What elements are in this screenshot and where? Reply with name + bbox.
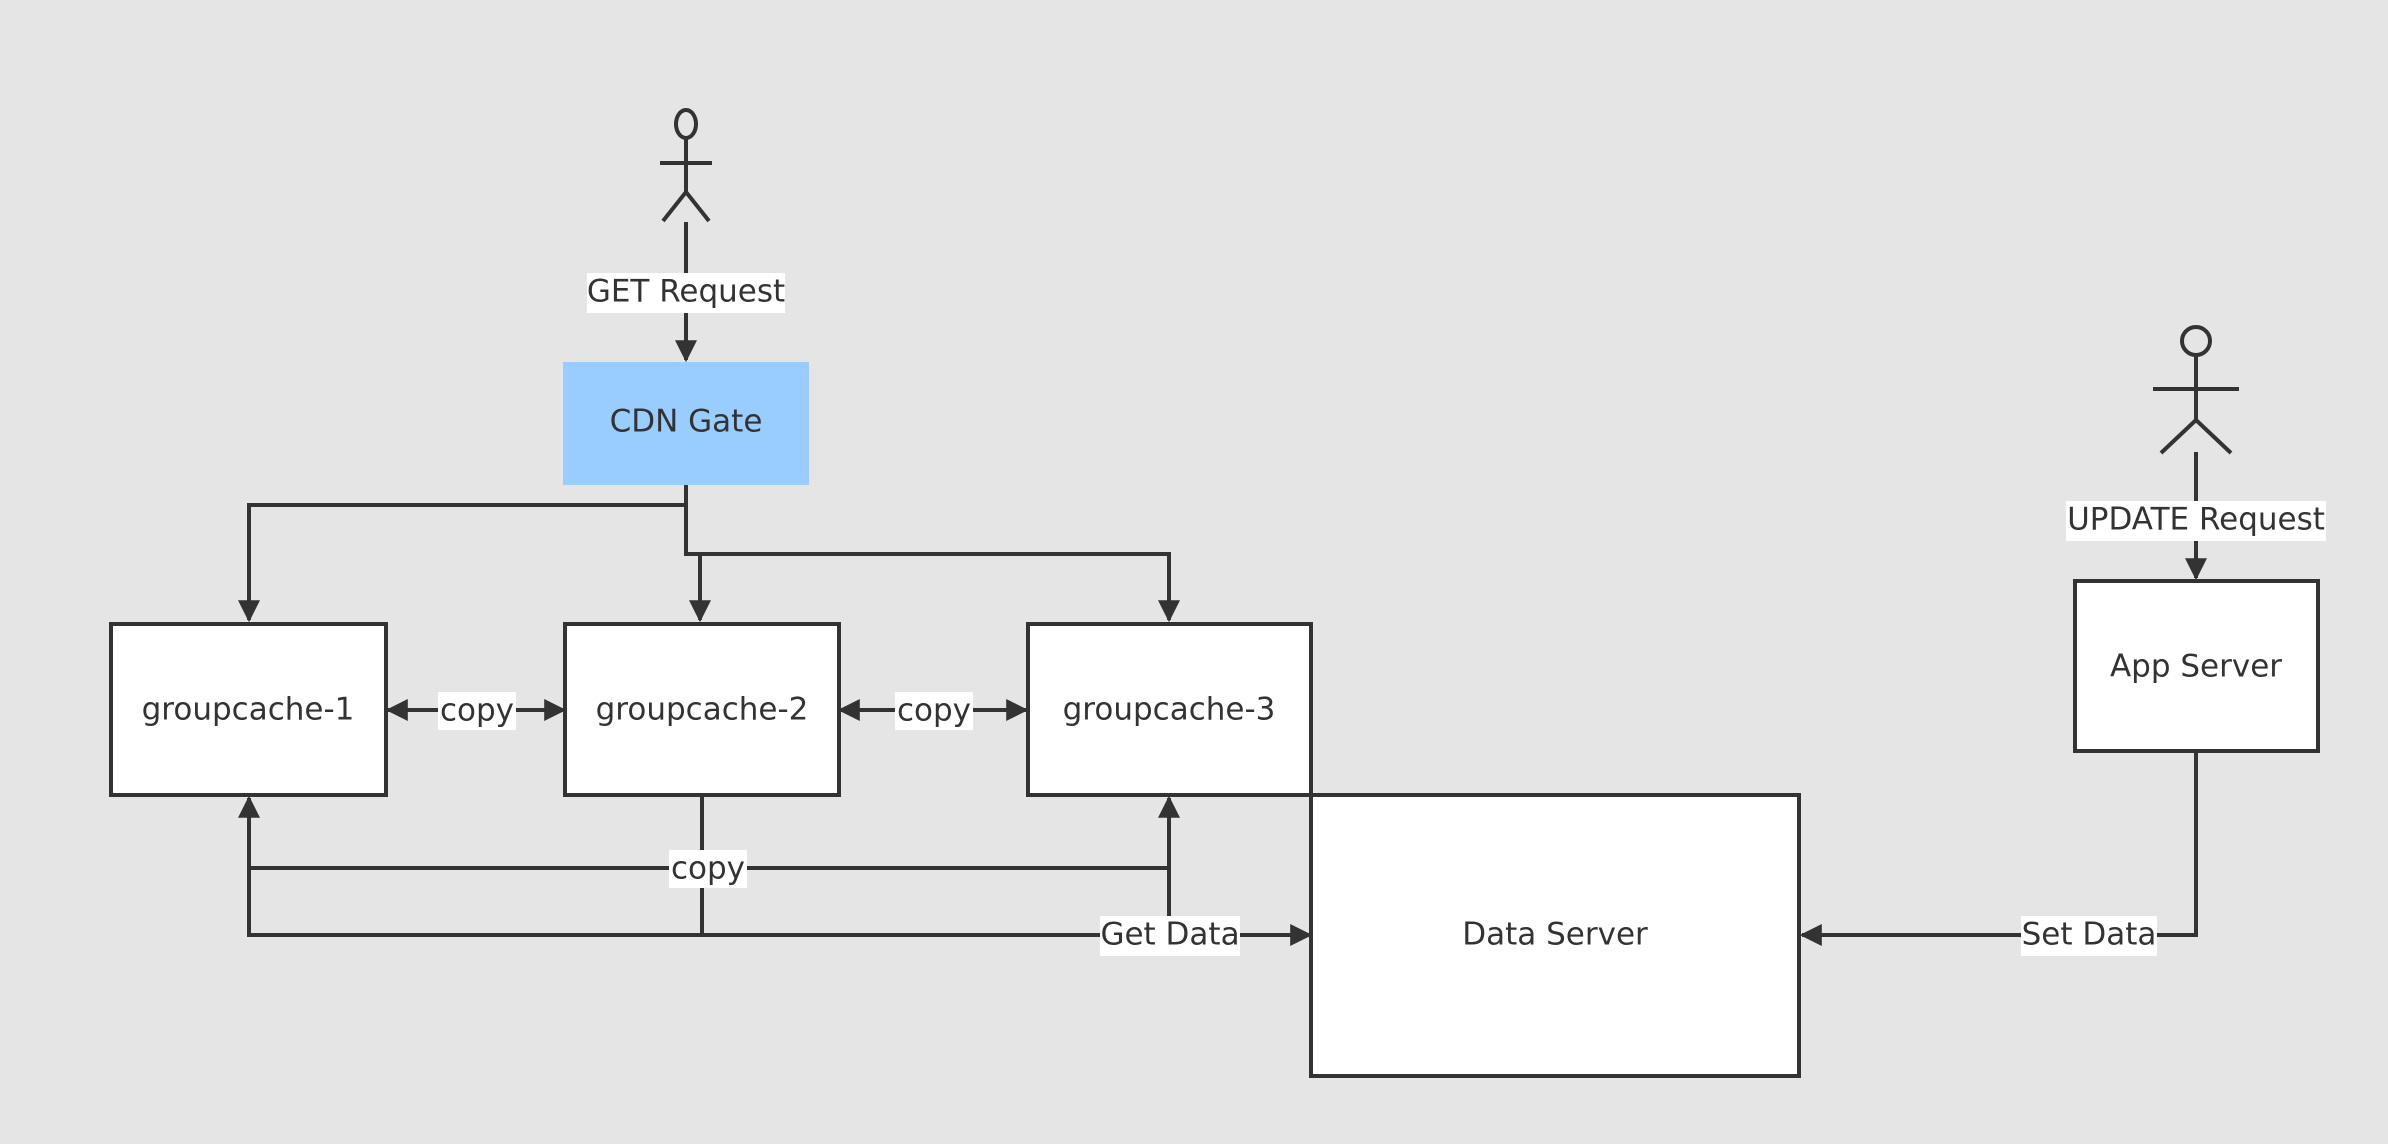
user-actor-icon xyxy=(660,108,712,223)
copy-12-label: copy xyxy=(440,693,514,729)
groupcache-3-label: groupcache-3 xyxy=(1063,692,1276,728)
groupcache-1-label: groupcache-1 xyxy=(142,692,355,728)
get-data-label-bg xyxy=(1100,916,1240,956)
groupcache-3-box xyxy=(1026,622,1313,797)
get-request-label: GET Request xyxy=(587,274,785,310)
cdn-to-gc3-arrow xyxy=(700,552,1180,623)
copy-bottom-label: copy xyxy=(671,851,745,887)
set-data-arrow xyxy=(1799,752,2198,946)
get-request-label-bg xyxy=(587,273,785,313)
app-server-box xyxy=(2073,579,2320,753)
app-server-label: App Server xyxy=(2110,649,2282,685)
update-request-label-bg xyxy=(2066,501,2326,541)
admin-actor-icon xyxy=(2153,325,2239,455)
groupcache-2-label: groupcache-2 xyxy=(596,692,809,728)
cdn-to-gc2-arrow xyxy=(684,505,711,623)
data-server-label: Data Server xyxy=(1462,917,1648,953)
set-data-label: Set Data xyxy=(2022,917,2157,953)
groupcache-2-box xyxy=(563,622,841,797)
copy-23-label: copy xyxy=(897,693,971,729)
copy-23-label-bg xyxy=(895,692,973,730)
set-data-label-bg xyxy=(2021,916,2157,956)
copy-12-label-bg xyxy=(438,692,516,730)
groupcache-1-box xyxy=(109,622,388,797)
update-request-label: UPDATE Request xyxy=(2067,502,2325,538)
get-data-arrow xyxy=(247,868,1313,946)
cdn-gate-label: CDN Gate xyxy=(610,404,763,440)
cdn-to-gc1-arrow xyxy=(238,485,688,623)
data-server-box xyxy=(1309,793,1801,1078)
cdn-gate-box xyxy=(563,362,809,485)
get-data-label: Get Data xyxy=(1100,917,1239,953)
copy-bottom-label-bg xyxy=(669,850,747,888)
